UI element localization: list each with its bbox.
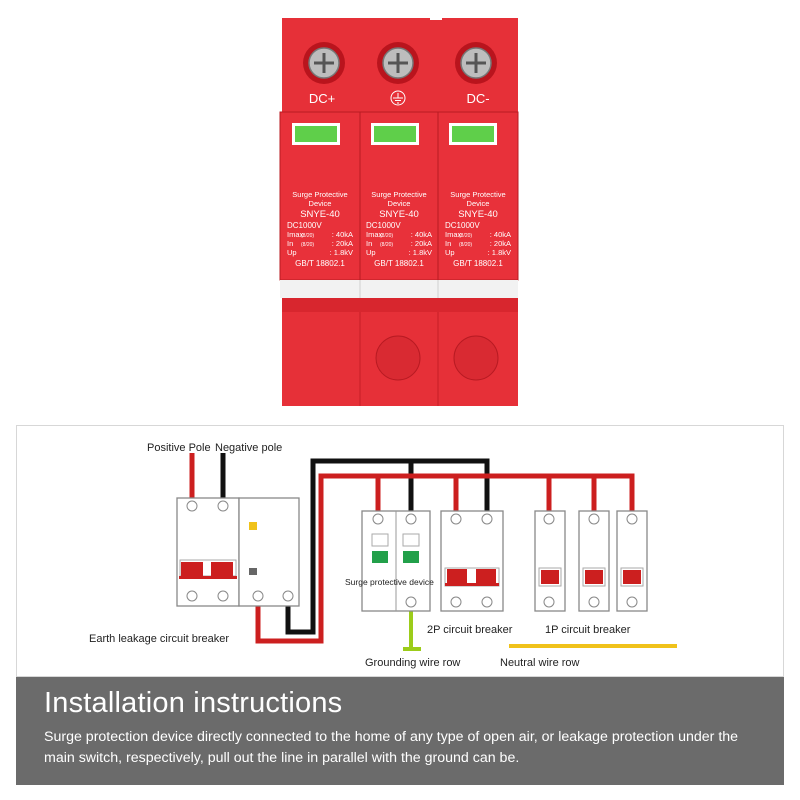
module-spec-value: : 40kA (411, 230, 432, 239)
terminal-label-dcminus: DC- (466, 91, 489, 106)
module-spec-name: Imax (445, 230, 462, 239)
negative-pole-label: Negative pole (215, 442, 282, 454)
white-band (280, 280, 518, 298)
base-knob-3 (453, 335, 499, 381)
module-spec-name: Up (287, 248, 297, 257)
one-pole-circuit-breaker-2 (578, 510, 610, 612)
screw-terminal-ground (377, 42, 419, 84)
module-spec-value: : 1.8kV (488, 248, 511, 257)
instructions-title: Installation instructions (44, 687, 343, 719)
module-spec-name: In (366, 239, 372, 248)
module-model: SNYE-40 (458, 209, 498, 220)
module-spec-name: Up (366, 248, 376, 257)
screw-terminal-dcplus (303, 42, 345, 84)
spd-product-image: DC+ DC- Surge ProtectiveDeviceSNYE-40DC1… (279, 10, 519, 406)
module-spec-value: : 20kA (490, 239, 511, 248)
module-label-line2: Device (309, 199, 332, 208)
module-spec-value: : 20kA (332, 239, 353, 248)
spd-label: Surge protective device (345, 577, 434, 587)
module-spec-sub: (8/20) (380, 242, 393, 248)
cb1p-label: 1P circuit breaker (545, 624, 631, 636)
module-spec-name: Imax (287, 230, 304, 239)
two-pole-circuit-breaker (440, 510, 504, 612)
module-spec-name: In (287, 239, 293, 248)
neutral-row-label: Neutral wire row (500, 657, 580, 669)
module-standard: GB/T 18802.1 (453, 259, 503, 268)
module-spec-sub: (8/20) (301, 242, 314, 248)
module-label-line2: Device (388, 199, 411, 208)
wiring-diagram-panel: Positive Pole Negative pole Earth leakag… (16, 425, 784, 677)
module-label-line1: Surge Protective (371, 190, 426, 199)
module-spec-sub: (8/20) (459, 242, 472, 248)
module-spec-sub: (8/20) (459, 233, 472, 239)
module-spec-value: : 40kA (332, 230, 353, 239)
module-voltage: DC1000V (445, 221, 480, 230)
neutral-wires (220, 453, 490, 635)
module-model: SNYE-40 (300, 209, 340, 220)
base-knob-2 (375, 335, 421, 381)
cb2p-label: 2P circuit breaker (427, 624, 513, 636)
module-spec-name: Up (445, 248, 455, 257)
wiring-diagram: Positive Pole Negative pole Earth leakag… (89, 442, 677, 669)
module-label-line1: Surge Protective (450, 190, 505, 199)
module-standard: GB/T 18802.1 (374, 259, 424, 268)
one-pole-circuit-breaker-3 (616, 510, 648, 612)
module-spec-sub: (8/20) (380, 233, 393, 239)
module-label-line1: Surge Protective (292, 190, 347, 199)
module-spec-value: : 1.8kV (330, 248, 353, 257)
elcb-label: Earth leakage circuit breaker (89, 633, 229, 645)
live-wires (189, 453, 635, 644)
terminal-label-dcplus: DC+ (309, 91, 335, 106)
installation-instructions-panel: Installation instructions Surge protecti… (16, 677, 784, 785)
module-voltage: DC1000V (287, 221, 322, 230)
module-voltage: DC1000V (366, 221, 401, 230)
screw-terminal-dcminus (455, 42, 497, 84)
one-pole-circuit-breaker-1 (534, 510, 566, 612)
earth-ground-icon (390, 90, 406, 106)
instructions-body: Surge protection device directly connect… (44, 729, 739, 766)
earth-leakage-circuit-breaker (176, 497, 300, 607)
module-spec-sub: (8/20) (301, 233, 314, 239)
module-label-line2: Device (467, 199, 490, 208)
positive-pole-label: Positive Pole (147, 442, 211, 454)
module-spec-value: : 40kA (490, 230, 511, 239)
grounding-row-label: Grounding wire row (365, 657, 460, 669)
spd-module-3 (437, 111, 519, 281)
spd-module-1 (279, 111, 361, 281)
module-spec-value: : 20kA (411, 239, 432, 248)
module-standard: GB/T 18802.1 (295, 259, 345, 268)
surge-protective-device (361, 510, 431, 612)
module-spec-name: In (445, 239, 451, 248)
spd-module-2 (359, 111, 439, 281)
module-spec-name: Imax (366, 230, 383, 239)
module-model: SNYE-40 (379, 209, 419, 220)
module-spec-value: : 1.8kV (409, 248, 432, 257)
